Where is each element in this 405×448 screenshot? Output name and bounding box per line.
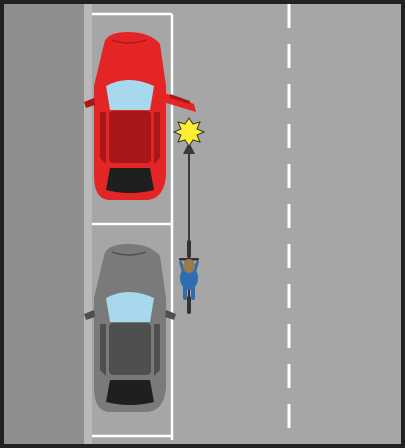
impact-star-icon: [174, 118, 204, 146]
sidewalk: [4, 4, 84, 444]
red-car-roof: [109, 111, 151, 163]
gray-car-rear-window: [106, 380, 154, 405]
cyclist-helmet: [183, 259, 195, 273]
cyclist-left-leg: [183, 286, 187, 300]
red-car-windshield: [106, 80, 154, 110]
gray-car-roof: [109, 323, 151, 375]
curb: [84, 4, 92, 444]
red-car-rear-window: [106, 168, 154, 193]
gray-car-windshield: [106, 292, 154, 322]
gray-car-left-windows: [100, 324, 106, 376]
red-car-right-windows: [154, 112, 160, 164]
red-car-left-windows: [100, 112, 106, 164]
bike-rear-wheel: [187, 296, 191, 314]
gray-car-right-windows: [154, 324, 160, 376]
bike-front-wheel: [187, 240, 191, 258]
impact-star-shape: [174, 118, 204, 146]
cyclist-right-leg: [191, 286, 195, 300]
